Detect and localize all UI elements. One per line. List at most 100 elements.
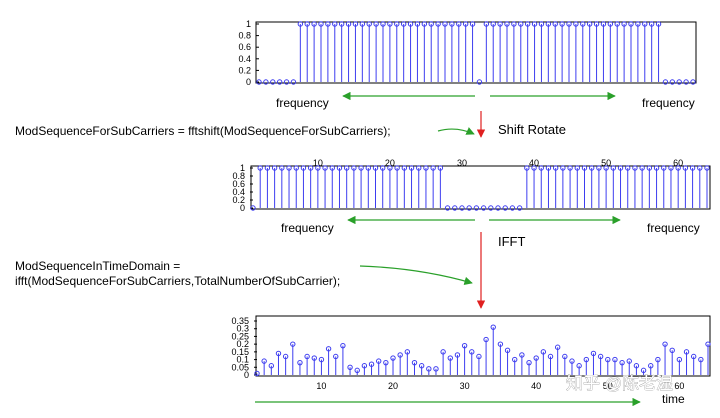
- plot2-stem-marker: [488, 205, 494, 211]
- plot2-stem-marker: [307, 165, 314, 171]
- plot2-stem-marker: [531, 165, 537, 171]
- plot2-stem-marker: [343, 165, 350, 171]
- plot3-stem-marker: [626, 358, 632, 364]
- plot1-stem-marker: [642, 21, 648, 27]
- plot3-ytick-label: 0.3: [236, 324, 249, 334]
- plot3-ytick-label: 0.1: [236, 355, 249, 365]
- plot2-ytick-label: 0.4: [232, 187, 245, 197]
- plot2-stem-marker: [416, 165, 422, 171]
- plot3-xtick-label: 60: [674, 381, 684, 391]
- plot2-stem-marker: [495, 205, 501, 211]
- plot1-stem-marker: [518, 21, 524, 27]
- plot3-stem-marker: [447, 355, 453, 361]
- plot1-stem-marker: [456, 21, 462, 27]
- plot1-stem-marker: [531, 21, 538, 27]
- plot3-stem-marker: [655, 356, 661, 363]
- plot3-stem-marker: [297, 359, 303, 366]
- plot2-stem-marker: [358, 165, 364, 171]
- plot2-stem-marker: [300, 165, 307, 171]
- plot1-stem-marker: [621, 21, 627, 27]
- plot1-ytick-label: 0: [246, 77, 251, 87]
- plot1-stem-marker: [407, 21, 414, 27]
- plot1-stem-marker: [256, 79, 262, 85]
- plot2-xtick-label: 60: [673, 158, 683, 168]
- plot3-stem-marker: [504, 347, 511, 354]
- plot1-stem-marker: [676, 79, 682, 85]
- plot3-stem-marker: [418, 363, 425, 369]
- plot1-stem-marker: [607, 21, 614, 27]
- plot3-stem-marker: [333, 353, 339, 360]
- plot3-stem-marker: [311, 355, 317, 361]
- plot2-stem-marker: [271, 165, 278, 171]
- plot3-stem-marker: [605, 356, 611, 363]
- plot3-stem-marker: [633, 363, 640, 369]
- plot1-stem-marker: [614, 21, 620, 27]
- plot3-stem-marker: [375, 358, 382, 364]
- plot1-stem-marker: [648, 21, 655, 27]
- plot2-stem-marker: [466, 205, 472, 211]
- plot2-stem-marker: [264, 165, 271, 171]
- plot2-stem-marker: [509, 205, 516, 211]
- plot3-stem-marker: [540, 349, 547, 355]
- plot2-stem-marker: [560, 165, 566, 171]
- plot1-ytick-label: 0.2: [238, 65, 251, 75]
- plot3-stem-marker: [368, 361, 375, 367]
- plot2-stem-marker: [502, 205, 508, 211]
- plot2-stem-marker: [653, 165, 660, 171]
- plot3-stem-marker: [547, 353, 554, 360]
- plot3-xtick-label: 40: [531, 381, 541, 391]
- plot3-stem-marker: [476, 353, 482, 360]
- plot2-stem-marker: [524, 165, 530, 171]
- plot3-ytick-label: 0.25: [231, 331, 249, 341]
- plot3-stem-marker: [461, 342, 468, 349]
- plot2-xtick-label: 20: [385, 158, 395, 168]
- plot3-stem-marker: [304, 353, 310, 360]
- plot2-stem-marker: [646, 165, 653, 171]
- plot3-stem-marker: [433, 366, 439, 372]
- plot3-stem-marker: [690, 353, 697, 360]
- plot-spectrum-before-shift: 00.20.40.60.81: [238, 19, 697, 87]
- plot2-stem-marker: [661, 165, 667, 171]
- plot3-stem-marker: [483, 336, 489, 343]
- plot3-stem-marker: [411, 359, 418, 366]
- plot1-stem-marker: [338, 21, 345, 27]
- plot1-ytick-label: 1: [246, 19, 251, 29]
- plot2-stem-marker: [689, 165, 696, 171]
- plot3-stem-marker: [554, 344, 561, 350]
- plot1-ytick-label: 0.4: [238, 54, 251, 64]
- plot1-ytick-label: 0.8: [238, 31, 251, 41]
- plot2-stem-marker: [322, 165, 328, 171]
- plot2-stem-marker: [286, 165, 292, 171]
- plot3-stem-marker: [590, 350, 597, 357]
- plot2-stem-marker: [401, 165, 408, 171]
- plot3-ytick-label: 0: [244, 370, 249, 380]
- plot2-ytick-label: 0: [240, 203, 245, 213]
- plot1-stem-marker: [580, 21, 586, 27]
- plot3-stem-marker: [526, 359, 532, 366]
- plot2-xtick-label: 50: [601, 158, 611, 168]
- plot3-stem-marker: [275, 350, 282, 357]
- plot2-ytick-label: 0.2: [232, 195, 245, 205]
- plot1-stem-marker: [552, 21, 558, 27]
- plot2-stem-marker: [257, 165, 263, 171]
- plot2-ytick-label: 1: [240, 163, 245, 173]
- plot3-stem-marker: [612, 356, 618, 363]
- plot2-stem-marker: [480, 205, 487, 211]
- plot3-stem-marker: [519, 352, 525, 358]
- plot2-stem-marker: [387, 165, 393, 171]
- plot1-stem-marker: [545, 21, 552, 27]
- plot1-stem-marker: [462, 21, 469, 27]
- plot3-stem-marker: [282, 353, 289, 360]
- plot2-stem-marker: [423, 165, 429, 171]
- plot3-stem-marker: [347, 364, 353, 370]
- plot2-ytick-label: 0.6: [232, 179, 245, 189]
- plot1-stem-marker: [497, 21, 503, 27]
- plot1-stem-marker: [345, 21, 352, 27]
- plot2-stem-marker: [336, 165, 343, 171]
- plot1-stem-marker: [318, 21, 324, 27]
- freq-label-right-1: frequency: [642, 96, 695, 110]
- plot2-stem-marker: [552, 165, 559, 171]
- plot2-stem-marker: [682, 165, 689, 171]
- code-ifft-line2: ifft(ModSequenceForSubCarriers,TotalNumb…: [15, 274, 340, 288]
